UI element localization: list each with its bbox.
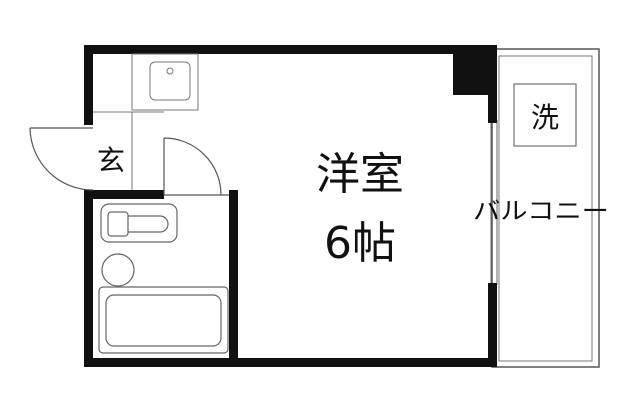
laundry-label: 洗 bbox=[531, 101, 559, 134]
sink-icon bbox=[101, 253, 135, 287]
bathtub-icon bbox=[98, 286, 229, 354]
entrance-door bbox=[29, 127, 94, 191]
exterior-walls bbox=[84, 45, 497, 367]
balcony-window bbox=[490, 120, 498, 285]
entrance-label: 玄 bbox=[97, 144, 125, 177]
main-room-name: 洋室 bbox=[316, 149, 404, 200]
interior-walls bbox=[84, 190, 238, 367]
bathroom-door bbox=[163, 137, 229, 196]
toilet-icon bbox=[100, 203, 178, 243]
washer-space bbox=[513, 83, 577, 147]
main-room-size: 6帖 bbox=[324, 218, 396, 269]
balcony bbox=[491, 48, 600, 368]
balcony-label: バルコニー bbox=[473, 197, 609, 225]
kitchen bbox=[93, 53, 199, 190]
